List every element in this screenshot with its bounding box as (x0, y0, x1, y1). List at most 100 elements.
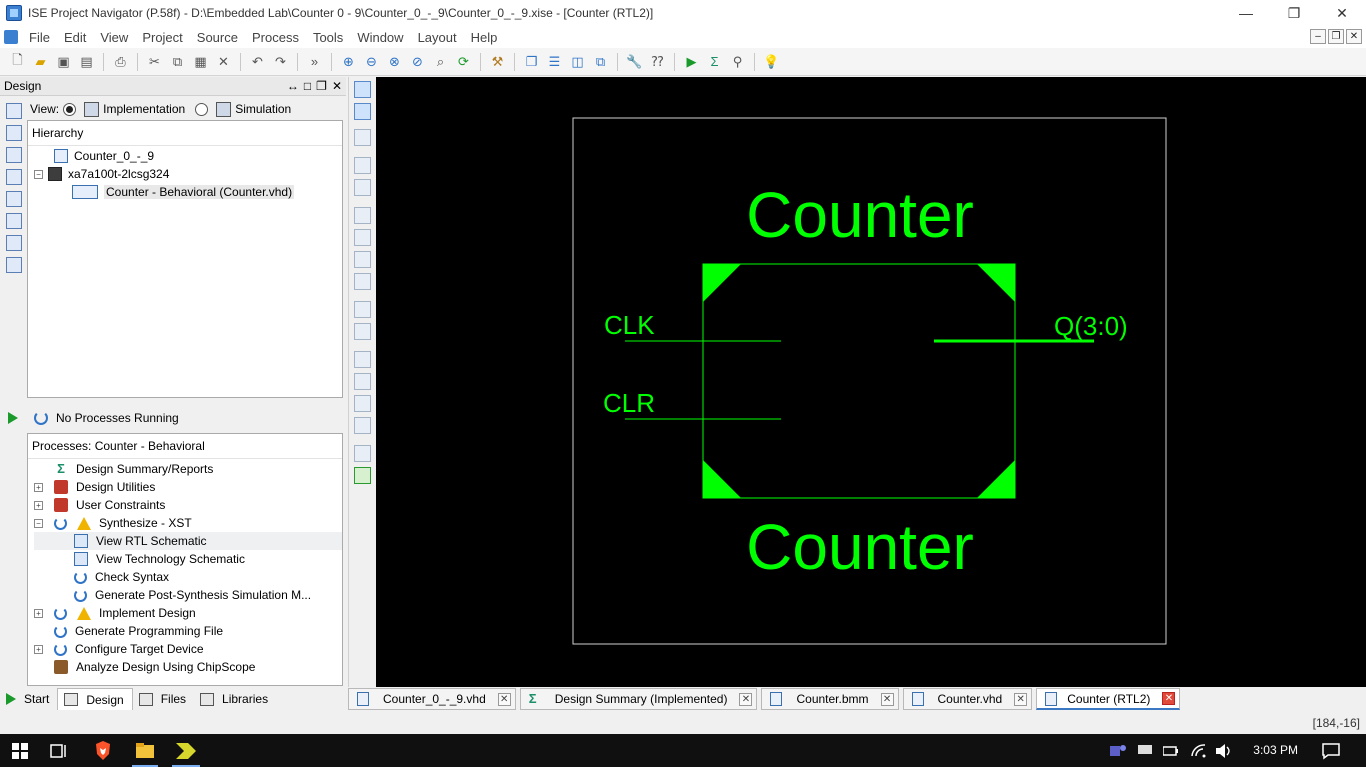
paste-icon[interactable]: ▦ (194, 53, 207, 69)
notification-icon[interactable] (1322, 743, 1340, 762)
tab-start[interactable]: Start (0, 688, 57, 710)
tree-item-counter-module[interactable]: Counter - Behavioral (Counter.vhd) (72, 183, 295, 201)
menu-file[interactable]: File (29, 29, 50, 45)
copy-view-icon[interactable] (354, 445, 371, 462)
save-icon[interactable]: ▣ (57, 53, 70, 69)
taskbar-clock[interactable]: 3:03 PM (1253, 743, 1298, 757)
open-folder-icon[interactable]: ▰ (35, 53, 46, 69)
menu-view[interactable]: View (100, 29, 129, 45)
menu-window[interactable]: Window (357, 29, 404, 45)
view-schematic-icon[interactable] (354, 207, 371, 224)
process-item[interactable]: +Design Utilities (34, 478, 342, 496)
expand-icon[interactable]: + (34, 500, 43, 510)
battery-icon[interactable] (1163, 745, 1179, 764)
menu-layout[interactable]: Layout (417, 29, 457, 45)
process-item[interactable]: +User Constraints (34, 496, 342, 514)
close-tab-icon[interactable]: ✕ (880, 692, 894, 706)
sigma-icon[interactable]: Σ (710, 54, 719, 69)
hierarchy-icon[interactable] (5, 169, 22, 185)
close-window-button[interactable]: ✕ (1336, 4, 1348, 21)
process-item[interactable]: −Synthesize - XST (34, 514, 342, 532)
process-item[interactable]: +Configure Target Device (34, 640, 342, 658)
print-icon[interactable]: ⎙ (115, 53, 126, 69)
panel-restore-button[interactable]: ❐ (316, 79, 327, 93)
implementation-radio[interactable] (63, 102, 77, 116)
delete-icon[interactable]: ✕ (218, 53, 229, 69)
schematic-canvas[interactable]: Counter CLK CLR Q(3:0) Counter (376, 77, 1366, 687)
select-cursor-icon[interactable] (354, 81, 371, 98)
file-explorer-icon[interactable] (136, 743, 154, 762)
tab-libraries[interactable]: Libraries (194, 688, 276, 710)
run-icon[interactable]: ▶ (686, 53, 697, 69)
properties-icon[interactable] (5, 213, 22, 229)
doc-tab-counter-bmm[interactable]: Counter.bmm ✕ (761, 688, 899, 710)
close-tab-icon[interactable]: ✕ (739, 692, 753, 706)
tab-files[interactable]: Files (133, 688, 194, 710)
zoom-in-icon[interactable]: ⊕ (343, 53, 354, 69)
collapse-icon[interactable]: − (34, 169, 43, 179)
menu-source[interactable]: Source (196, 29, 238, 45)
run-view-icon[interactable] (354, 467, 371, 484)
mdi-minimize-button[interactable]: – (1310, 29, 1326, 44)
restore-button[interactable]: ❐ (1287, 4, 1301, 21)
new-file-icon[interactable]: 🗋 (12, 51, 23, 67)
process-item[interactable]: +Implement Design (34, 604, 342, 622)
save-all-icon[interactable]: ▤ (80, 53, 93, 69)
close-tab-icon[interactable]: ✕ (1162, 692, 1176, 705)
doc-tab-counter-0-9-vhd[interactable]: Counter_0_-_9.vhd ✕ (348, 688, 516, 710)
doc-tab-counter-vhd[interactable]: Counter.vhd ✕ (902, 688, 1033, 710)
forward-icon[interactable] (354, 395, 371, 412)
page-down-icon[interactable] (354, 273, 371, 290)
display-icon[interactable] (1138, 745, 1152, 764)
document-menu-icon[interactable] (4, 30, 18, 44)
menu-edit[interactable]: Edit (63, 29, 87, 45)
new-source-icon[interactable] (5, 103, 22, 119)
push-up-icon[interactable] (354, 351, 371, 368)
simulation-radio[interactable] (195, 102, 209, 116)
process-item[interactable]: Generate Post-Synthesis Simulation M... (34, 586, 342, 604)
zoom-to-fit-icon[interactable] (354, 103, 371, 120)
back-icon[interactable] (354, 373, 371, 390)
cascade-windows-icon[interactable]: ❐ (525, 53, 538, 69)
expand-icon[interactable]: + (34, 644, 43, 654)
teams-icon[interactable] (1110, 744, 1126, 763)
brave-browser-icon[interactable] (94, 741, 112, 760)
minimize-button[interactable]: — (1239, 5, 1253, 21)
tree-item-project[interactable]: Counter_0_-_9 (54, 147, 154, 165)
volume-icon[interactable] (1216, 744, 1232, 763)
implementation-label[interactable]: Implementation (103, 102, 186, 116)
search-icon[interactable]: ⌕ (436, 53, 445, 69)
add-elements-icon[interactable] (354, 129, 371, 146)
add-source-icon[interactable] (5, 125, 22, 141)
add-text-icon[interactable] (354, 301, 371, 318)
mdi-restore-button[interactable]: ❐ (1328, 29, 1344, 44)
view-instance-icon[interactable] (354, 229, 371, 246)
refresh-view-icon[interactable] (354, 417, 371, 434)
expand-icon[interactable]: + (34, 608, 43, 618)
windows-start-icon[interactable] (12, 743, 28, 762)
collapse-icon[interactable]: − (34, 518, 43, 528)
expand-backward-icon[interactable] (354, 179, 371, 196)
context-help-icon[interactable]: ⁇ (651, 53, 664, 69)
zoom-full-icon[interactable]: ⊗ (389, 53, 400, 69)
panel-maximize-button[interactable]: □ (303, 79, 312, 93)
telescope-icon[interactable]: ⚲ (732, 53, 743, 69)
redo-icon[interactable]: ↷ (275, 53, 286, 69)
expand-icon[interactable]: + (34, 482, 43, 492)
run-process-icon[interactable] (8, 412, 18, 424)
process-item[interactable]: Check Syntax (34, 568, 342, 586)
simulation-label[interactable]: Simulation (235, 102, 292, 116)
tab-design[interactable]: Design (57, 688, 133, 710)
mdi-close-button[interactable]: ✕ (1346, 29, 1362, 44)
cut-icon[interactable]: ✂ (149, 53, 160, 69)
page-up-icon[interactable] (354, 251, 371, 268)
process-item[interactable]: View Technology Schematic (34, 550, 342, 568)
process-item[interactable]: Analyze Design Using ChipScope (34, 658, 342, 676)
doc-tab-design-summary[interactable]: Σ Design Summary (Implemented) ✕ (519, 688, 758, 710)
zoom-selection-icon[interactable]: ⊘ (412, 53, 423, 69)
refresh-icon[interactable]: ⟳ (458, 53, 469, 69)
close-tab-icon[interactable]: ✕ (497, 692, 511, 706)
copy-icon[interactable]: ⧉ (172, 53, 183, 69)
close-tab-icon[interactable]: ✕ (1014, 692, 1028, 706)
overflow-icon[interactable]: » (310, 54, 319, 69)
